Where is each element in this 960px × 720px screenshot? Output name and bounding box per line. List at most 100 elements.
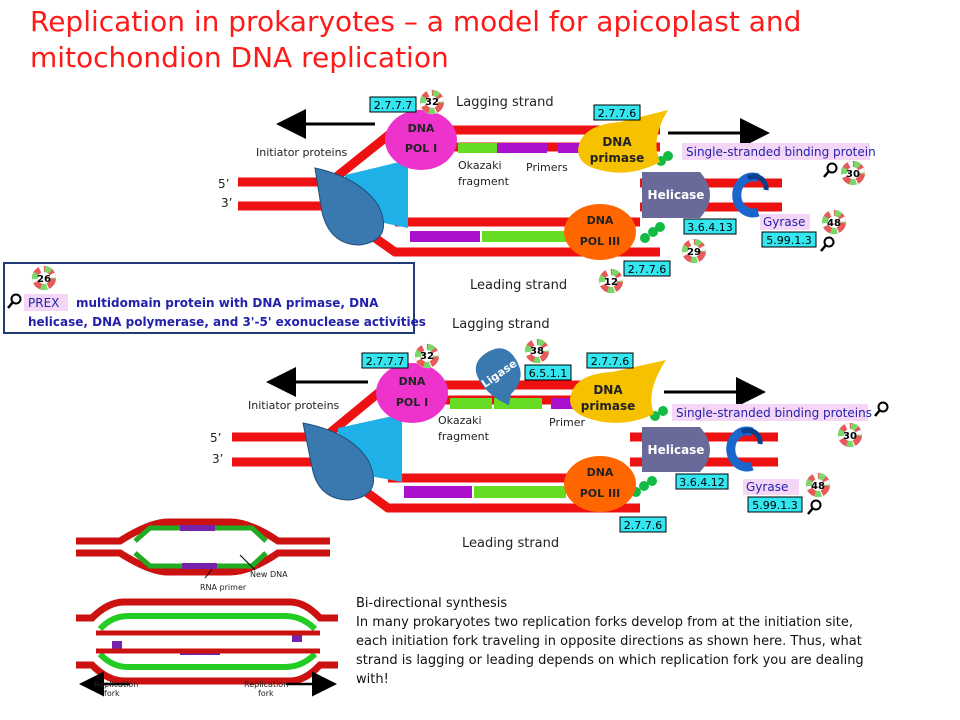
bottom-ec-primase[interactable]: 2.7.7.6 (586, 352, 634, 369)
mini-new-dna-label: New DNA (250, 570, 288, 579)
bottom-gyrase-shape (726, 426, 763, 472)
top-helicase-label: Helicase (648, 188, 705, 202)
svg-text:2.7.7.6: 2.7.7.6 (628, 263, 666, 276)
top-ssb-magnifier-icon[interactable] (822, 162, 838, 179)
bottom-ssb-label: Single-stranded binding proteins (676, 406, 872, 420)
bottom-ec-pol3[interactable]: 2.7.7.6 (619, 516, 667, 533)
bottom-initiator-protein (302, 422, 375, 501)
bottom-dna-pol3 (564, 456, 636, 512)
bottom-count-gyrase-donut[interactable]: 48 (806, 473, 830, 497)
bottom-helicase-label: Helicase (648, 443, 705, 457)
svg-text:5.99.1.3: 5.99.1.3 (766, 234, 811, 247)
bottom-gyrase-magnifier-icon[interactable] (806, 499, 822, 516)
mini-fork-left-label-b: fork (104, 689, 120, 698)
svg-text:3.6.4.13: 3.6.4.13 (687, 221, 732, 234)
top-primer-2 (558, 143, 588, 153)
mini-double-bubble: Replication fork Replication fork (76, 598, 338, 698)
svg-text:29: 29 (687, 247, 701, 258)
bottom-dna-pol1 (376, 363, 448, 423)
svg-text:48: 48 (827, 218, 841, 229)
bottom-3prime-label: 3’ (212, 452, 223, 466)
bottom-gyrase-label-bg (743, 479, 799, 495)
svg-text:32: 32 (425, 97, 439, 108)
bottom-gyrase-label: Gyrase (746, 480, 788, 494)
top-count-pol1-donut[interactable]: 32 (420, 90, 444, 114)
top-dna-primase (578, 110, 668, 173)
svg-text:38: 38 (530, 346, 544, 357)
svg-text:6.5.1.1: 6.5.1.1 (529, 367, 567, 380)
bottom-5prime-label: 5’ (210, 431, 221, 445)
svg-text:2.7.7.7: 2.7.7.7 (366, 355, 404, 368)
top-pol1-label-b: POL I (405, 142, 437, 155)
bottom-count-pol1-donut[interactable]: 32 (415, 344, 439, 368)
top-lagging-label: Lagging strand (456, 95, 554, 110)
page-title: Replication in prokaryotes – a model for… (30, 4, 930, 76)
top-3prime-label: 3’ (221, 196, 232, 210)
top-count-pol3-donut[interactable]: 12 (599, 269, 623, 293)
bottom-count-ligase-donut[interactable]: 38 (525, 339, 549, 363)
bottom-primase-label-b: primase (581, 399, 636, 413)
top-fork: DNA POL I DNA primase DNA POL III Helica… (218, 90, 876, 293)
top-pol1-label-a: DNA (408, 122, 435, 135)
bottom-ssb-magnifier-icon[interactable] (873, 401, 889, 418)
mini-fork-right-label-a: Replication (244, 680, 288, 689)
svg-text:5.99.1.3: 5.99.1.3 (752, 499, 797, 512)
top-leading-primer (410, 231, 480, 242)
top-gyrase-magnifier-icon[interactable] (819, 236, 835, 253)
top-count-ssb-donut[interactable]: 30 (841, 161, 865, 185)
bottom-pol3-label-b: POL III (580, 487, 621, 500)
bottom-ec-ligase[interactable]: 6.5.1.1 (524, 364, 572, 381)
bottom-lagging-label: Lagging strand (452, 317, 550, 332)
top-gyrase-label: Gyrase (763, 215, 805, 229)
top-ec-primase[interactable]: 2.7.7.6 (593, 104, 641, 121)
top-gyrase-label-bg (760, 214, 810, 230)
bottom-primer (551, 398, 577, 409)
top-primase-label-b: primase (590, 151, 645, 165)
bottom-okazaki-2 (494, 398, 542, 409)
top-ec-gyrase[interactable]: 5.99.1.3 (761, 231, 817, 248)
bottom-helicase (642, 427, 710, 472)
title-line-1: Replication in prokaryotes – a model for… (30, 5, 802, 38)
top-5prime-label: 5’ (218, 177, 229, 191)
svg-text:2.7.7.6: 2.7.7.6 (591, 355, 629, 368)
bottom-ssb-label-bg (672, 404, 868, 421)
top-dna-upper-outer (238, 125, 660, 187)
top-leading-new-dna (482, 231, 570, 242)
prex-desc-line1: multidomain protein with DNA primase, DN… (76, 296, 379, 310)
bottom-leading-primer (404, 486, 472, 498)
bottom-ec-pol1[interactable]: 2.7.7.7 (361, 352, 409, 369)
title-line-2: mitochondion DNA replication (30, 41, 449, 74)
bottom-dna-primase (570, 360, 666, 423)
top-initiator-label: Initiator proteins (256, 146, 348, 159)
top-count-gyrase-donut[interactable]: 48 (822, 210, 846, 234)
bottom-pol1-label-b: POL I (396, 396, 428, 409)
prex-count-donut[interactable]: 26 (32, 266, 56, 290)
svg-text:2.7.7.7: 2.7.7.7 (374, 99, 412, 112)
top-count-helicase-donut[interactable]: 29 (682, 239, 706, 263)
bottom-primase-label-a: DNA (593, 383, 623, 397)
top-okazaki-label-a: Okazaki (458, 159, 502, 172)
bottom-leading-label: Leading strand (462, 536, 559, 551)
top-helicase (642, 172, 710, 218)
svg-text:32: 32 (420, 351, 434, 362)
top-ec-helicase[interactable]: 3.6.4.13 (683, 218, 737, 235)
top-ssb-label: Single-stranded binding protein (686, 145, 876, 159)
top-ec-pol1[interactable]: 2.7.7.7 (369, 96, 417, 113)
bidirectional-text: Bi-directional synthesis In many prokary… (356, 594, 876, 689)
bottom-ec-gyrase[interactable]: 5.99.1.3 (747, 496, 803, 513)
top-ec-pol3[interactable]: 2.7.7.6 (623, 260, 671, 277)
svg-text:30: 30 (846, 169, 860, 180)
bottom-ec-helicase[interactable]: 3.6.4.12 (675, 473, 729, 490)
bottom-initiator-label: Initiator proteins (248, 399, 340, 412)
bottom-pol3-label-a: DNA (587, 466, 614, 479)
mini-single-bubble: RNA primer New DNA (76, 518, 330, 592)
bottom-leading-new-dna (474, 486, 566, 498)
top-ssb-label-bg (682, 143, 870, 160)
svg-text:3.6.4.12: 3.6.4.12 (679, 476, 724, 489)
mini-rna-primer-label: RNA primer (200, 583, 247, 592)
bottom-count-ssb-donut[interactable]: 30 (838, 423, 862, 447)
prex-tag: PREX (28, 296, 59, 310)
mini-fork-left-label-a: Replication (94, 680, 138, 689)
top-primer-1 (497, 143, 547, 153)
